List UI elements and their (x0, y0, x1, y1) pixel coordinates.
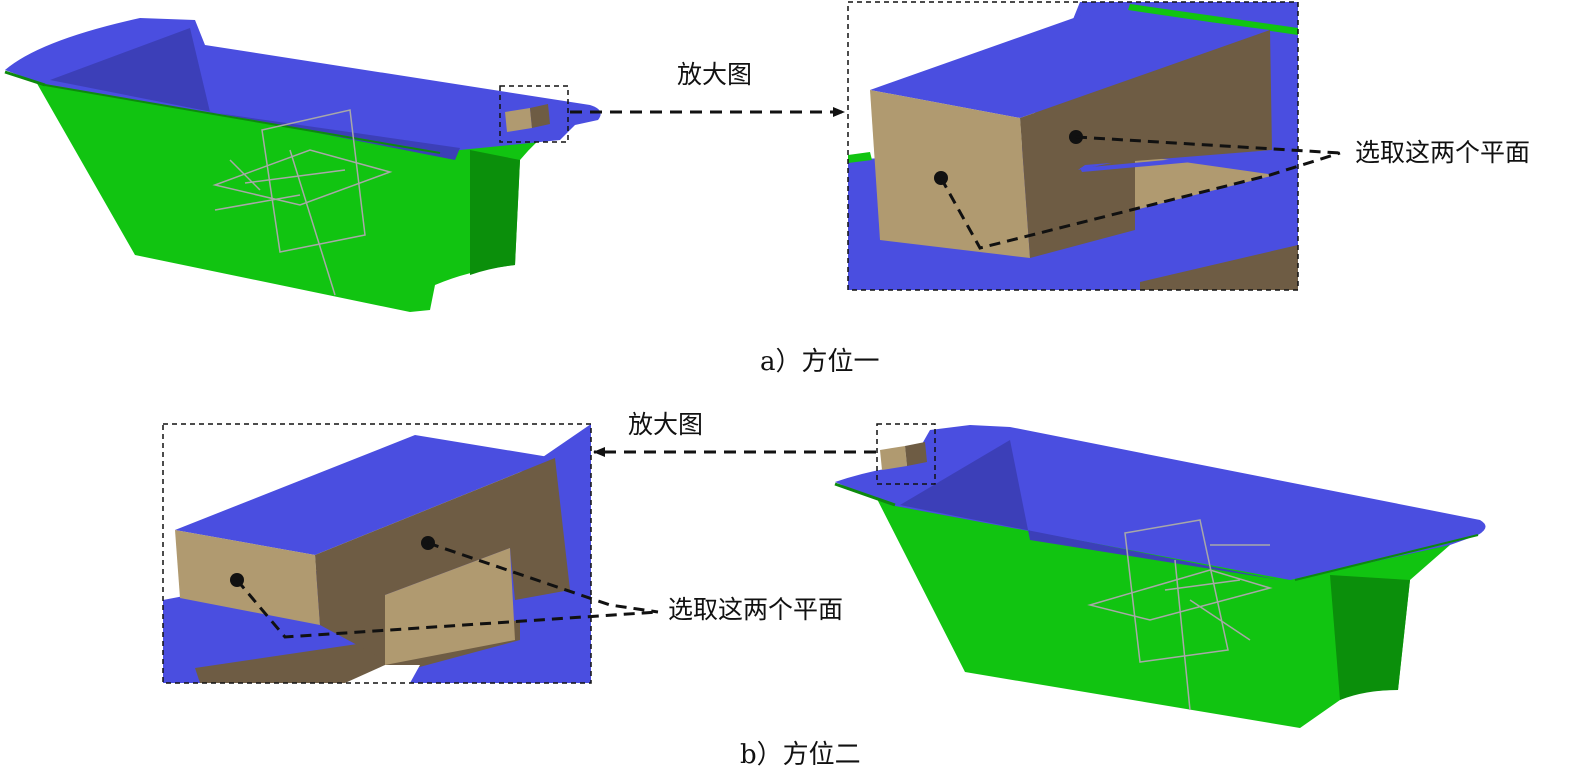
zoom-a-frame (847, 1, 1299, 291)
caption-b: b）方位二 (740, 740, 861, 770)
tray-b-axis-overlay (1087, 519, 1273, 711)
tray-b-outer-wall-shade (1330, 575, 1410, 700)
zoom-a-leader-lines (939, 135, 1341, 250)
zoom-label-a: 放大图 (677, 60, 753, 89)
zoom-a-block-top (870, 8, 1270, 118)
tray-a-tab-side (530, 104, 550, 128)
zoom-a-green-edge (1128, 4, 1298, 35)
tray-b-zoom-region (876, 423, 936, 485)
tray-a-rim-edge (4, 70, 46, 87)
tray-model-a (4, 18, 601, 312)
zoom-b-block-front (175, 530, 320, 625)
zoom-b-groove (385, 548, 515, 665)
zoom-a-groove (1135, 155, 1275, 210)
tray-a-outer-wall-shade (470, 150, 520, 275)
tray-a-cavity (50, 28, 460, 160)
zoom-b-block-side (315, 458, 570, 660)
tray-b-tab (880, 446, 907, 470)
tray-a-axis-overlay (212, 109, 393, 296)
caption-a: a）方位一 (760, 347, 880, 377)
zoom-view-a (847, 1, 1341, 291)
tray-b-cavity (900, 440, 1280, 580)
tray-a-rim-edge-2 (44, 84, 441, 154)
zoom-a-green-edge-2 (848, 152, 872, 163)
select-planes-label-a: 选取这两个平面 (1355, 138, 1531, 167)
zoom-a-slot (1080, 150, 1272, 172)
zoom-a-block-side (1020, 30, 1272, 258)
tray-b-tab-side (905, 442, 927, 466)
tray-b-rim-edge-2 (1294, 534, 1479, 581)
zoom-b-gap (345, 665, 420, 683)
zoom-a-lower-step (1140, 245, 1298, 290)
zoom-b-frame (162, 423, 592, 684)
zoom-label-b: 放大图 (628, 410, 704, 439)
tray-a-zoom-region (499, 85, 569, 143)
tray-model-b (834, 423, 1486, 728)
zoom-b-leader-lines (235, 541, 659, 639)
select-planes-label-b: 选取这两个平面 (668, 595, 844, 624)
zoom-view-b (162, 423, 659, 684)
zoom-b-block-top (175, 435, 555, 555)
zoom-a-block-front (870, 90, 1030, 258)
tray-b-rim-edge (834, 482, 896, 507)
tray-a-tab (505, 108, 532, 132)
